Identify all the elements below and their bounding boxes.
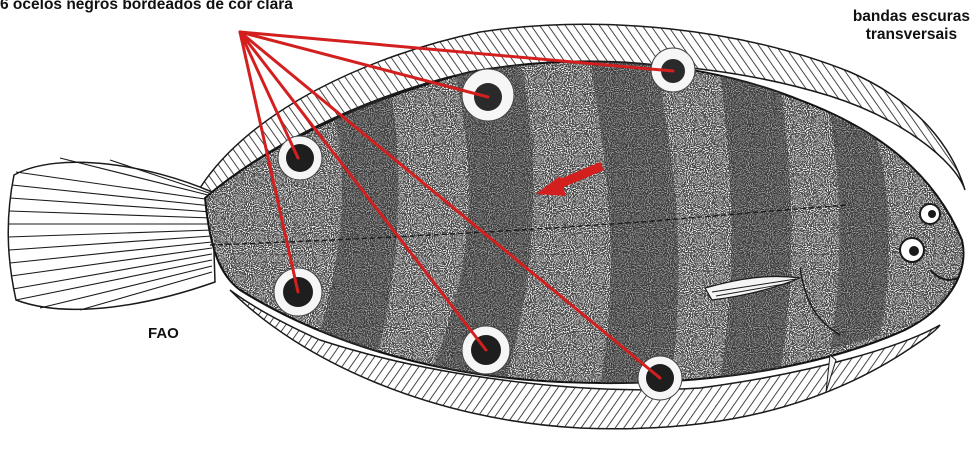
credit-label: FAO xyxy=(148,325,179,342)
bands-label-line-2: transversais xyxy=(853,26,970,44)
ocelli-label: 6 ocelos negros bordeados de cor clara xyxy=(0,0,293,14)
bands-label: bandas escuras transversais xyxy=(853,8,970,44)
ocellus-1 xyxy=(462,69,514,121)
ocellus-3 xyxy=(278,136,322,180)
bands-label-line-1: bandas escuras xyxy=(853,8,970,26)
